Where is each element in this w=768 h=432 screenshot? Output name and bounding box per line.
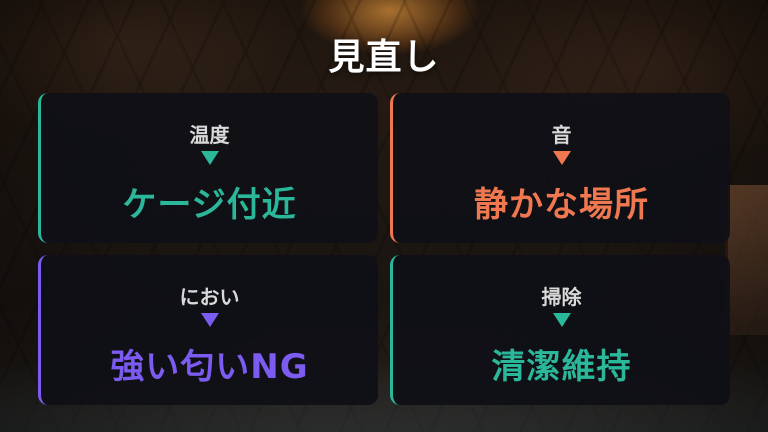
card-smell: におい 強い匂いNG [38,255,378,405]
down-triangle-icon [552,313,571,327]
down-triangle-icon [200,151,219,165]
card-value: ケージ付近 [122,185,297,225]
card-sound: 音 静かな場所 [390,93,730,243]
card-label: 掃除 [541,285,582,309]
card-value: 強い匂いNG [110,347,309,387]
card-value: 静かな場所 [474,185,649,225]
slide-title: 見直し [328,37,440,78]
card-temperature: 温度 ケージ付近 [38,93,378,243]
card-label: 温度 [189,123,230,147]
card-label: 音 [551,123,572,147]
card-label: におい [179,285,240,309]
card-cleaning: 掃除 清潔維持 [390,255,730,405]
card-value: 清潔維持 [491,347,632,387]
down-triangle-icon [552,151,571,165]
down-triangle-icon [200,313,219,327]
